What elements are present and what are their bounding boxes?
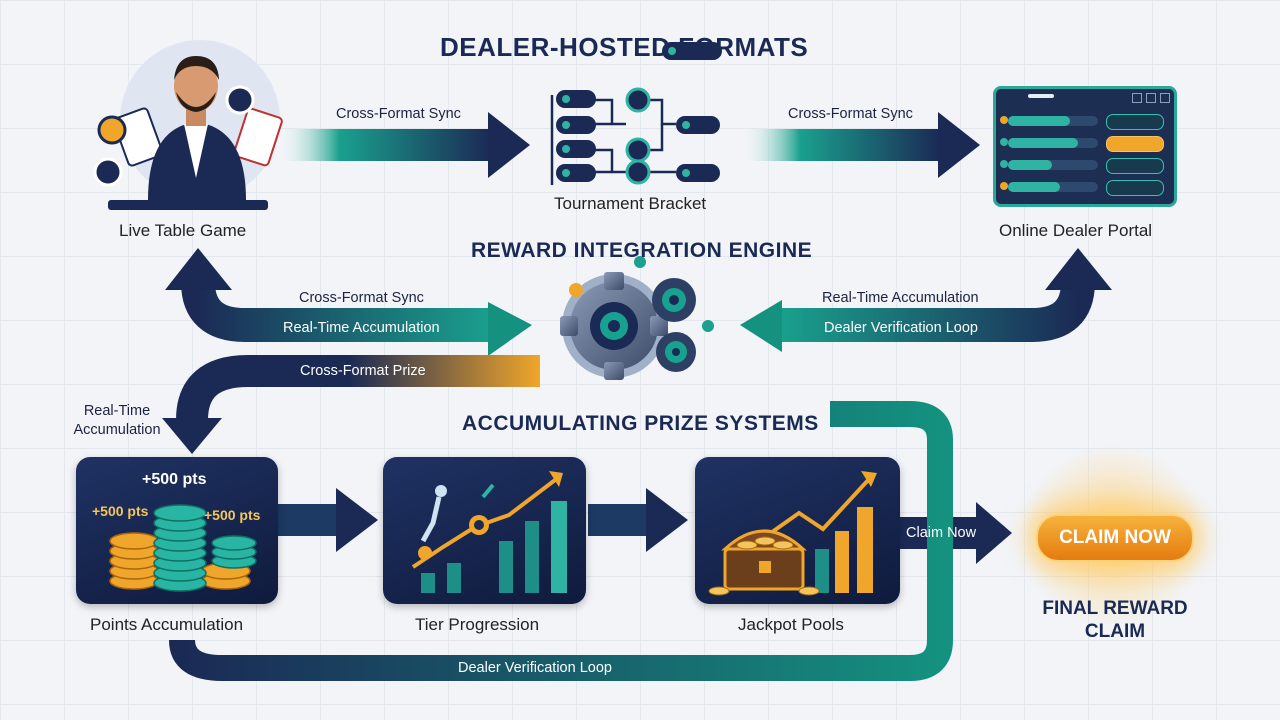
arrow-tier-to-jackpot [588, 488, 688, 552]
coins-icon [109, 504, 257, 592]
engine-title: REWARD INTEGRATION ENGINE [471, 239, 813, 262]
dealer-icon [93, 40, 283, 210]
arrow-points-to-tier [278, 488, 378, 552]
points-label-right: +500 pts [204, 507, 261, 523]
arrow-into-engine-left [488, 302, 532, 356]
treasure-chest-icon [708, 471, 877, 596]
tier-chart-icon [411, 471, 567, 593]
flow-label-prize: Cross-Format Prize [300, 363, 426, 379]
node-points: Points Accumulation [90, 615, 244, 634]
flow-label-left-accum: Real-Time Accumulation [283, 320, 440, 336]
flow-label-right-accum: Real-Time Accumulation [822, 290, 979, 306]
flow-label-top-left: Cross-Format Sync [336, 106, 461, 122]
arrow-live-to-tournament [275, 112, 530, 178]
jackpot-card [695, 457, 900, 604]
node-tier: Tier Progression [415, 615, 540, 634]
flow-label-top-right: Cross-Format Sync [788, 106, 913, 122]
flow-label-bottom-verify: Dealer Verification Loop [458, 660, 612, 676]
bracket-icon [550, 42, 722, 185]
claim-now-button[interactable]: CLAIM NOW [1036, 514, 1194, 562]
arrow-prize-to-points [162, 355, 540, 454]
prize-title: ACCUMULATING PRIZE SYSTEMS [462, 412, 819, 435]
flow-label-right-verify: Dealer Verification Loop [824, 320, 978, 336]
gears-icon [560, 256, 714, 380]
flow-label-down-accum: Real-Time Accumulation [73, 403, 161, 438]
flow-label-left-sync: Cross-Format Sync [299, 290, 424, 306]
points-card: +500 pts +500 pts +500 pts [76, 457, 278, 604]
flow-label-claim: Claim Now [906, 525, 977, 541]
node-portal: Online Dealer Portal [999, 221, 1153, 240]
portal-icon [993, 86, 1177, 207]
points-label-top: +500 pts [142, 471, 207, 488]
verification-loop [169, 401, 953, 681]
node-final: FINAL REWARD CLAIM [1042, 598, 1188, 642]
page-title: DEALER-HOSTED FORMATS [440, 32, 809, 62]
node-jackpot: Jackpot Pools [738, 615, 844, 634]
node-tournament: Tournament Bracket [554, 194, 707, 213]
arrow-engine-to-live-table [165, 248, 492, 342]
tier-card [383, 457, 586, 604]
arrow-engine-to-portal [740, 248, 1112, 352]
node-live-table: Live Table Game [119, 221, 247, 240]
arrow-tournament-to-portal [740, 112, 980, 178]
points-label-left: +500 pts [92, 503, 149, 519]
